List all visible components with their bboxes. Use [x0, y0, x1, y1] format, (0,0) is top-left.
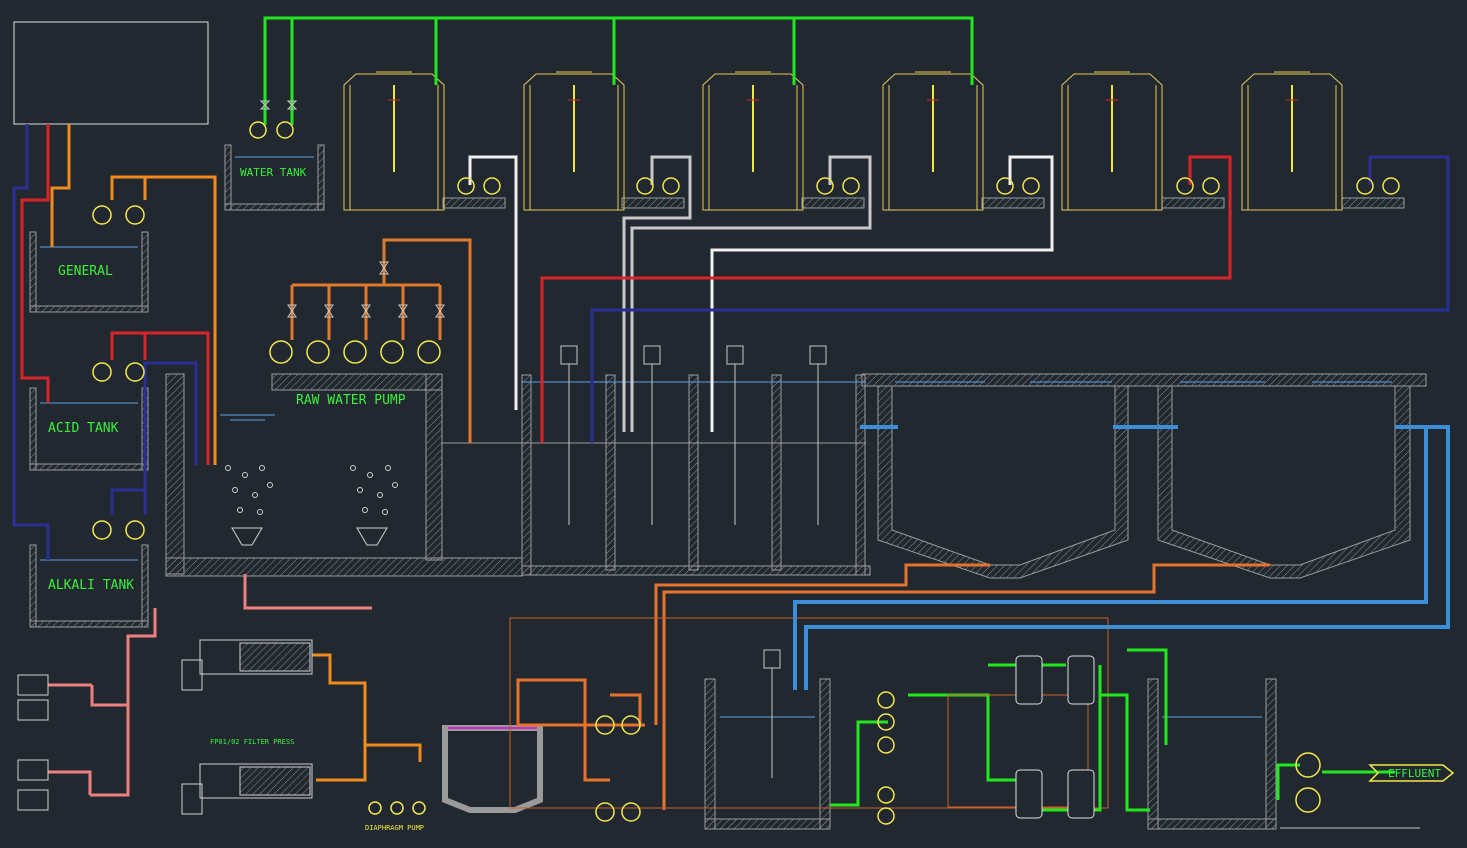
- pressure-filters: [1015, 655, 1095, 819]
- effluent-arrow: [1368, 764, 1455, 782]
- chemical-makeup-lines: [12, 124, 217, 560]
- filter-presses: [181, 639, 313, 815]
- title-block: [13, 21, 209, 125]
- grey-dosing-lines: [622, 155, 872, 432]
- pink-sludge-lines: [48, 574, 372, 797]
- filter-press-label: FP01/02 FILTER PRESS: [210, 738, 294, 746]
- filter-feed-lines: [312, 653, 422, 782]
- general-tank-label: GENERAL: [58, 264, 113, 279]
- white-dosing-lines: [468, 155, 1054, 432]
- valve-icons: [259, 100, 445, 318]
- raw-water-pump-label: RAW WATER PUMP: [296, 393, 406, 408]
- navy-dosing-line: [590, 155, 1450, 443]
- clarified-water-lines: [793, 425, 1450, 690]
- neutralization-tank: [704, 678, 831, 830]
- raw-water-pit: [165, 373, 523, 577]
- pump-icons: [92, 121, 1400, 825]
- effluent-label: EFFLUENT: [1388, 767, 1441, 780]
- sludge-lines: [516, 563, 1270, 810]
- agitators: [560, 345, 827, 778]
- treated-water-lines: [830, 648, 1395, 812]
- dosing-pump-bases: [442, 197, 1405, 209]
- acid-tank-label: ACID TANK: [48, 421, 119, 436]
- red-dosing-line: [540, 155, 1232, 443]
- aeration-bubbles: [225, 465, 398, 546]
- clarifiers: [861, 373, 1427, 579]
- diaphragm-pump-label: DIAPHRAGM PUMP: [365, 824, 424, 832]
- water-tank-label: WATER TANK: [240, 166, 307, 179]
- metering-pumps: [17, 674, 49, 811]
- reaction-tanks: [521, 374, 871, 576]
- clear-water-tank: [1147, 678, 1277, 830]
- chemical-storage-tanks: [343, 71, 1343, 211]
- chemical-tanks: [29, 144, 325, 628]
- water-supply-pipes: [263, 16, 974, 125]
- alkali-tank-label: ALKALI TANK: [48, 578, 134, 593]
- sludge-tank: [442, 725, 543, 813]
